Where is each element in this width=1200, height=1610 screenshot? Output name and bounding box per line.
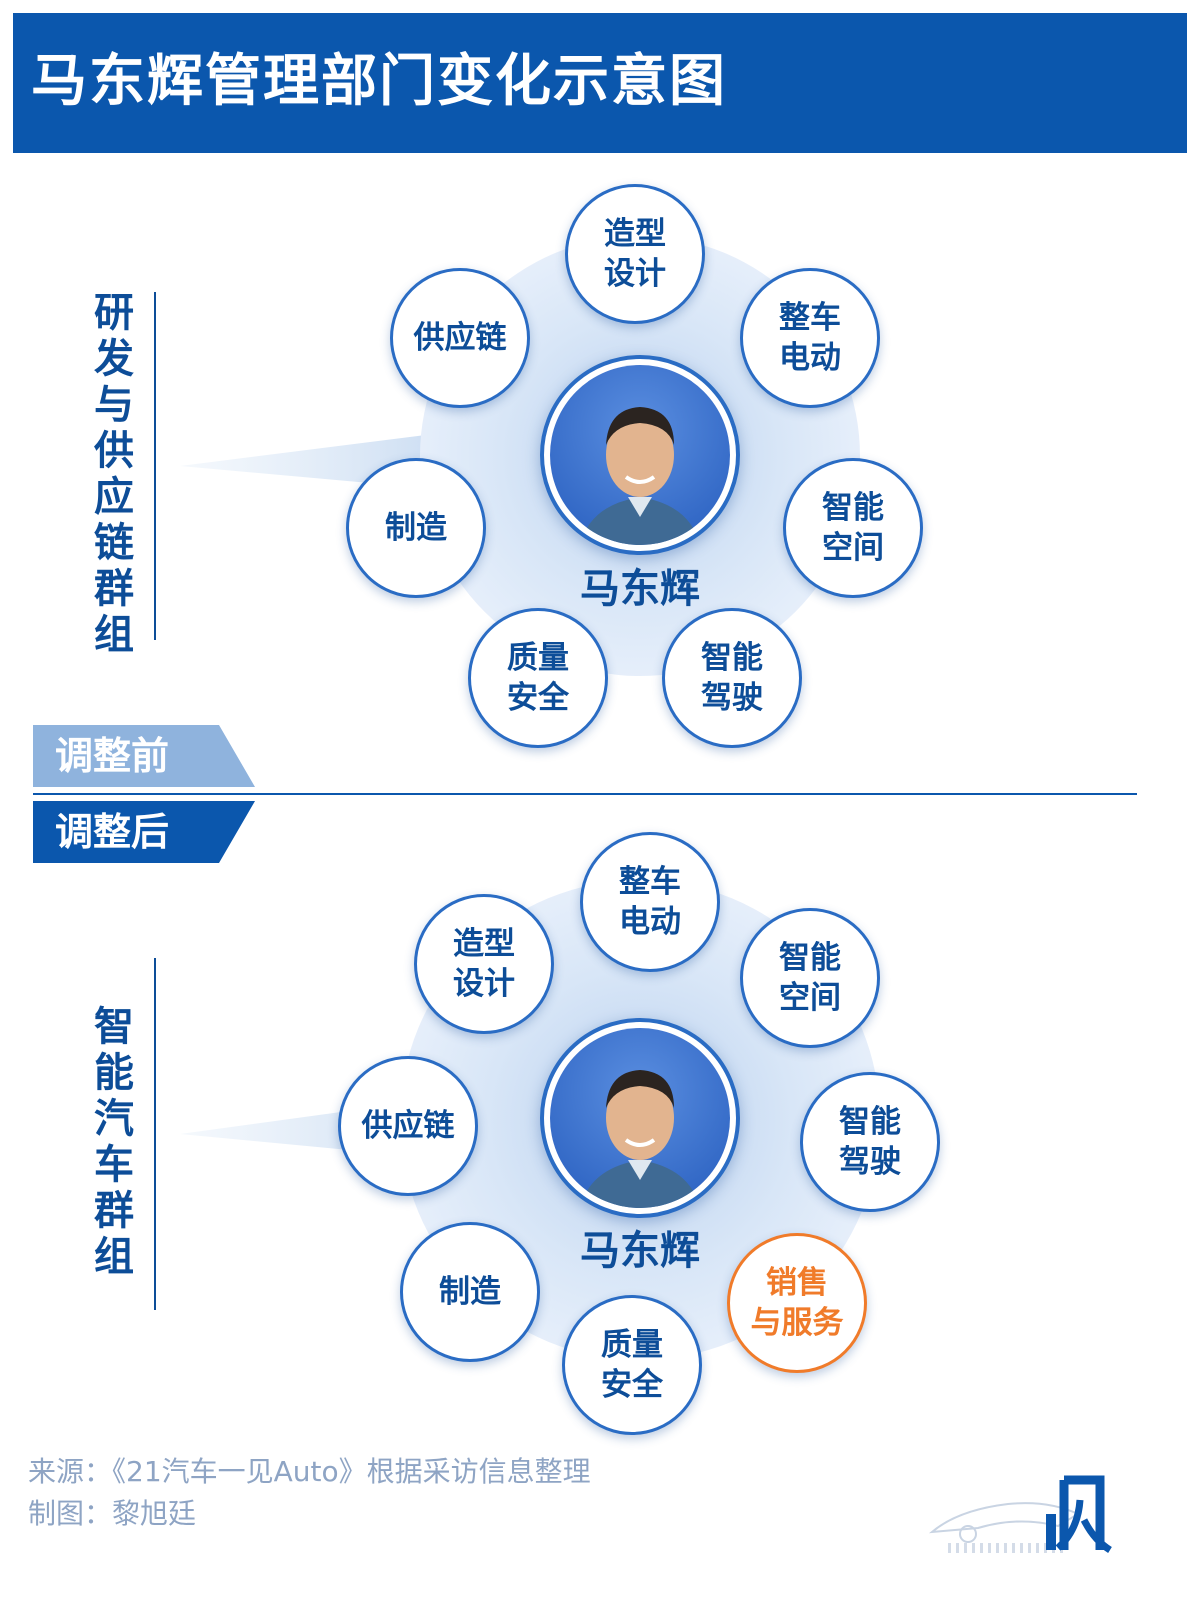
after-node-label: 整车电动: [602, 862, 698, 942]
car-logo-icon: [928, 1470, 1160, 1570]
after-node-2: 智能驾驶: [800, 1072, 940, 1212]
after-node-1: 智能空间: [740, 908, 880, 1048]
after-node-label: 智能驾驶: [822, 1102, 918, 1182]
after-node-3: 销售与服务: [727, 1233, 867, 1373]
after-node-6: 供应链: [338, 1056, 478, 1196]
after-node-label: 质量安全: [584, 1325, 680, 1405]
source-note: 来源：《21汽车一见Auto》根据采访信息整理: [28, 1450, 591, 1490]
after-node-label: 销售与服务: [742, 1263, 852, 1343]
after-node-label: 造型设计: [436, 924, 532, 1004]
after-node-7: 造型设计: [414, 894, 554, 1034]
after-node-0: 整车电动: [580, 832, 720, 972]
after-center-avatar: [540, 1018, 740, 1218]
after-node-4: 质量安全: [562, 1295, 702, 1435]
after-node-label: 供应链: [360, 1106, 456, 1146]
after-node-5: 制造: [400, 1222, 540, 1362]
after-center-name: 马东辉: [540, 1218, 740, 1276]
after-node-label: 制造: [422, 1272, 518, 1312]
after-node-label: 智能空间: [762, 938, 858, 1018]
credit-note: 制图：黎旭廷: [28, 1492, 196, 1532]
